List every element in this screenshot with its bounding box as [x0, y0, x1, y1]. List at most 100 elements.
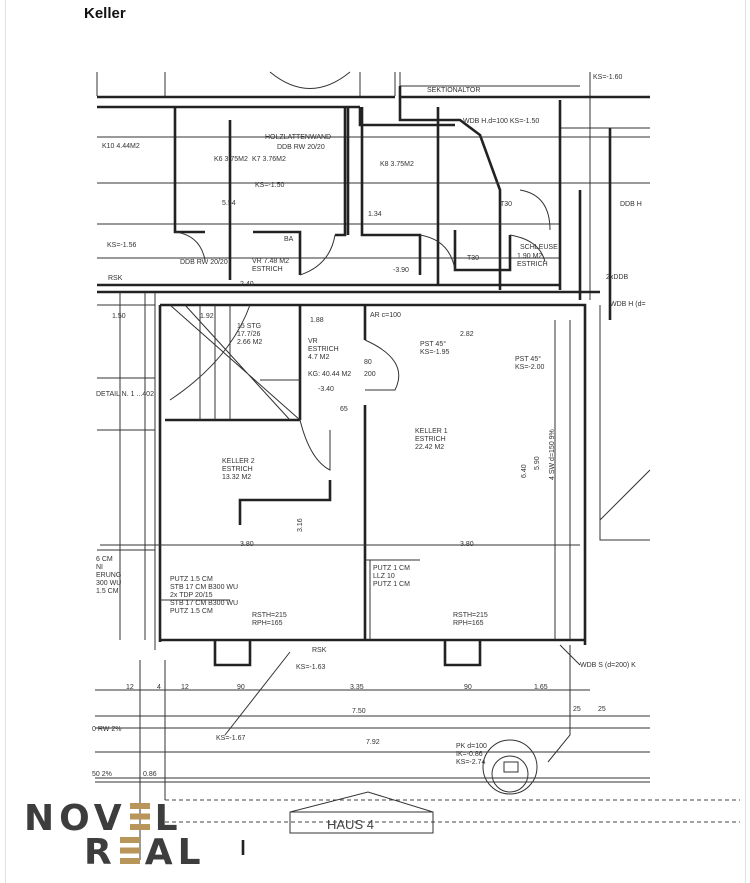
room-keller2: KELLER 2 [222, 458, 255, 465]
wall-spec: STB 17 CM B300 WU [170, 584, 238, 591]
label-ddb-rw: DDB RW 20/20 [277, 144, 325, 151]
label-2xddb: 2xDDB [606, 274, 629, 281]
label-sektionaltor: SEKTIONALTOR [427, 87, 480, 94]
label-rsk: RSK [312, 647, 327, 654]
wall-spec: 1.5 CM [96, 588, 119, 595]
room-keller1: ESTRICH [415, 436, 446, 443]
dim: 90 [237, 684, 245, 691]
wall-spec: STB 17 CM B300 WU [170, 600, 238, 607]
room-schleuse-area: 1.90 M2 [517, 253, 542, 260]
label-rsk: RSK [108, 275, 123, 282]
label-slope: 50 2% [92, 771, 112, 778]
wall-spec: ERUNG [96, 572, 121, 579]
room-k6: K6 3.75M2 [214, 156, 248, 163]
label-rph: RPH=165 [252, 620, 283, 627]
wall-spec: PUTZ 1 CM [373, 581, 410, 588]
dim: 5.54 [222, 200, 236, 207]
label-t30: T30 [467, 255, 479, 262]
dim: 12 [181, 684, 189, 691]
wall-spec: PUTZ 1.5 CM [170, 576, 213, 583]
logo-text: NOV [24, 798, 127, 839]
label-rsth: RSTH=215 [252, 612, 287, 619]
wall-spec: 2x TDP 20/15 [170, 592, 213, 599]
label-level: -3.40 [318, 386, 334, 393]
dim: 90 [464, 684, 472, 691]
room-ba: BA [284, 236, 294, 243]
label-wdb-s: WDB S (d=200) K [580, 662, 636, 669]
logo-e-bars [119, 837, 140, 864]
dim: 3.35 [350, 684, 364, 691]
label-level: 0.86 [143, 771, 157, 778]
dim: 1.88 [310, 317, 324, 324]
wall-spec: LLZ 10 [373, 573, 395, 580]
label-pk: PK d=100 [456, 743, 487, 750]
label-wdb: WDB H.d=100 KS=-1.50 [463, 118, 539, 125]
dim: 1.34 [368, 211, 382, 218]
wall-spec: NI [96, 564, 103, 571]
label-stairs: 15 STG [237, 323, 261, 330]
room-vr2: ESTRICH [308, 346, 339, 353]
label-ks: KS=-1.60 [593, 74, 622, 81]
label-detail: DETAIL N. 1 ...402 [96, 391, 154, 398]
plan-labels: SEKTIONALTOR KS=-1.60 WDB H.d=100 KS=-1.… [92, 74, 646, 832]
label-ks: KS=-1.50 [255, 182, 284, 189]
label-rph: RPH=165 [453, 620, 484, 627]
room-keller2: ESTRICH [222, 466, 253, 473]
label-pst-ks: KS=-2.00 [515, 364, 544, 371]
room-schleuse-floor: ESTRICH [517, 261, 548, 268]
label-pk: IK=-0.86 [456, 751, 483, 758]
label-pst-ks: KS=-1.95 [420, 349, 449, 356]
room-keller1: KELLER 1 [415, 428, 448, 435]
label-wdb: WDB H (d= [610, 301, 646, 308]
page-title: Keller [84, 5, 126, 22]
room-keller1: 22.42 M2 [415, 444, 444, 451]
label-ddb-h: DDB H [620, 201, 642, 208]
document-page [5, 0, 746, 883]
label-stairs: 17.7/26 [237, 331, 260, 338]
label-holzlattenwand: HOLZLATTENWAND [265, 134, 331, 141]
dim: 7.92 [366, 739, 380, 746]
dim: 2.82 [460, 331, 474, 338]
dim: 65 [340, 406, 348, 413]
label-pk: KS=-2.74 [456, 759, 485, 766]
room-vr2: VR [308, 338, 318, 345]
label-haus: HAUS 4 [327, 817, 374, 832]
dim: 80 [364, 359, 372, 366]
label-rsth: RSTH=215 [453, 612, 488, 619]
wall-spec: 6 CM [96, 556, 113, 563]
label-stairs: 2.66 M2 [237, 339, 262, 346]
dim: 3.16 [297, 518, 304, 532]
label-ar: AR c=100 [370, 312, 401, 319]
label-ks: KS=-1.63 [296, 664, 325, 671]
label-ks: KS=-1.56 [107, 242, 136, 249]
room-vr2: 4.7 M2 [308, 354, 330, 361]
dim: 5.90 [534, 456, 541, 470]
logo-e-bars [129, 803, 150, 830]
dim: 12 [126, 684, 134, 691]
label-sw: 4 SW d=150 9% [549, 429, 556, 480]
dim: 25 [598, 706, 606, 713]
room-k10: K10 4.44M2 [102, 143, 140, 150]
label-pst: PST 45° [420, 340, 446, 348]
dim: 1.50 [112, 313, 126, 320]
room-schleuse: SCHLEUSE [520, 244, 558, 251]
label-t30: T30 [500, 201, 512, 208]
logo-text: AL [144, 832, 206, 873]
label-ks: KS=-1.67 [216, 735, 245, 742]
wall-spec: PUTZ 1 CM [373, 565, 410, 572]
label-level: -3.90 [393, 267, 409, 274]
dim: 1.92 [200, 313, 214, 320]
room-keller2: 13.32 M2 [222, 474, 251, 481]
dim: 200 [364, 371, 376, 378]
dim: 6.40 [521, 464, 528, 478]
dim: 3.80 [240, 541, 254, 548]
dim: 1.65 [534, 684, 548, 691]
label-rw: 0 RW 2% [92, 726, 121, 733]
room-vr: VR 7.48 M2 [252, 258, 289, 265]
room-k8: K8 3.75M2 [380, 161, 414, 168]
wall-spec: PUTZ 1.5 CM [170, 608, 213, 615]
label-pst: PST 45° [515, 355, 541, 363]
label-ddb-rw: DDB RW 20/20 [180, 259, 228, 266]
wall-spec: 300 WU [96, 580, 121, 587]
